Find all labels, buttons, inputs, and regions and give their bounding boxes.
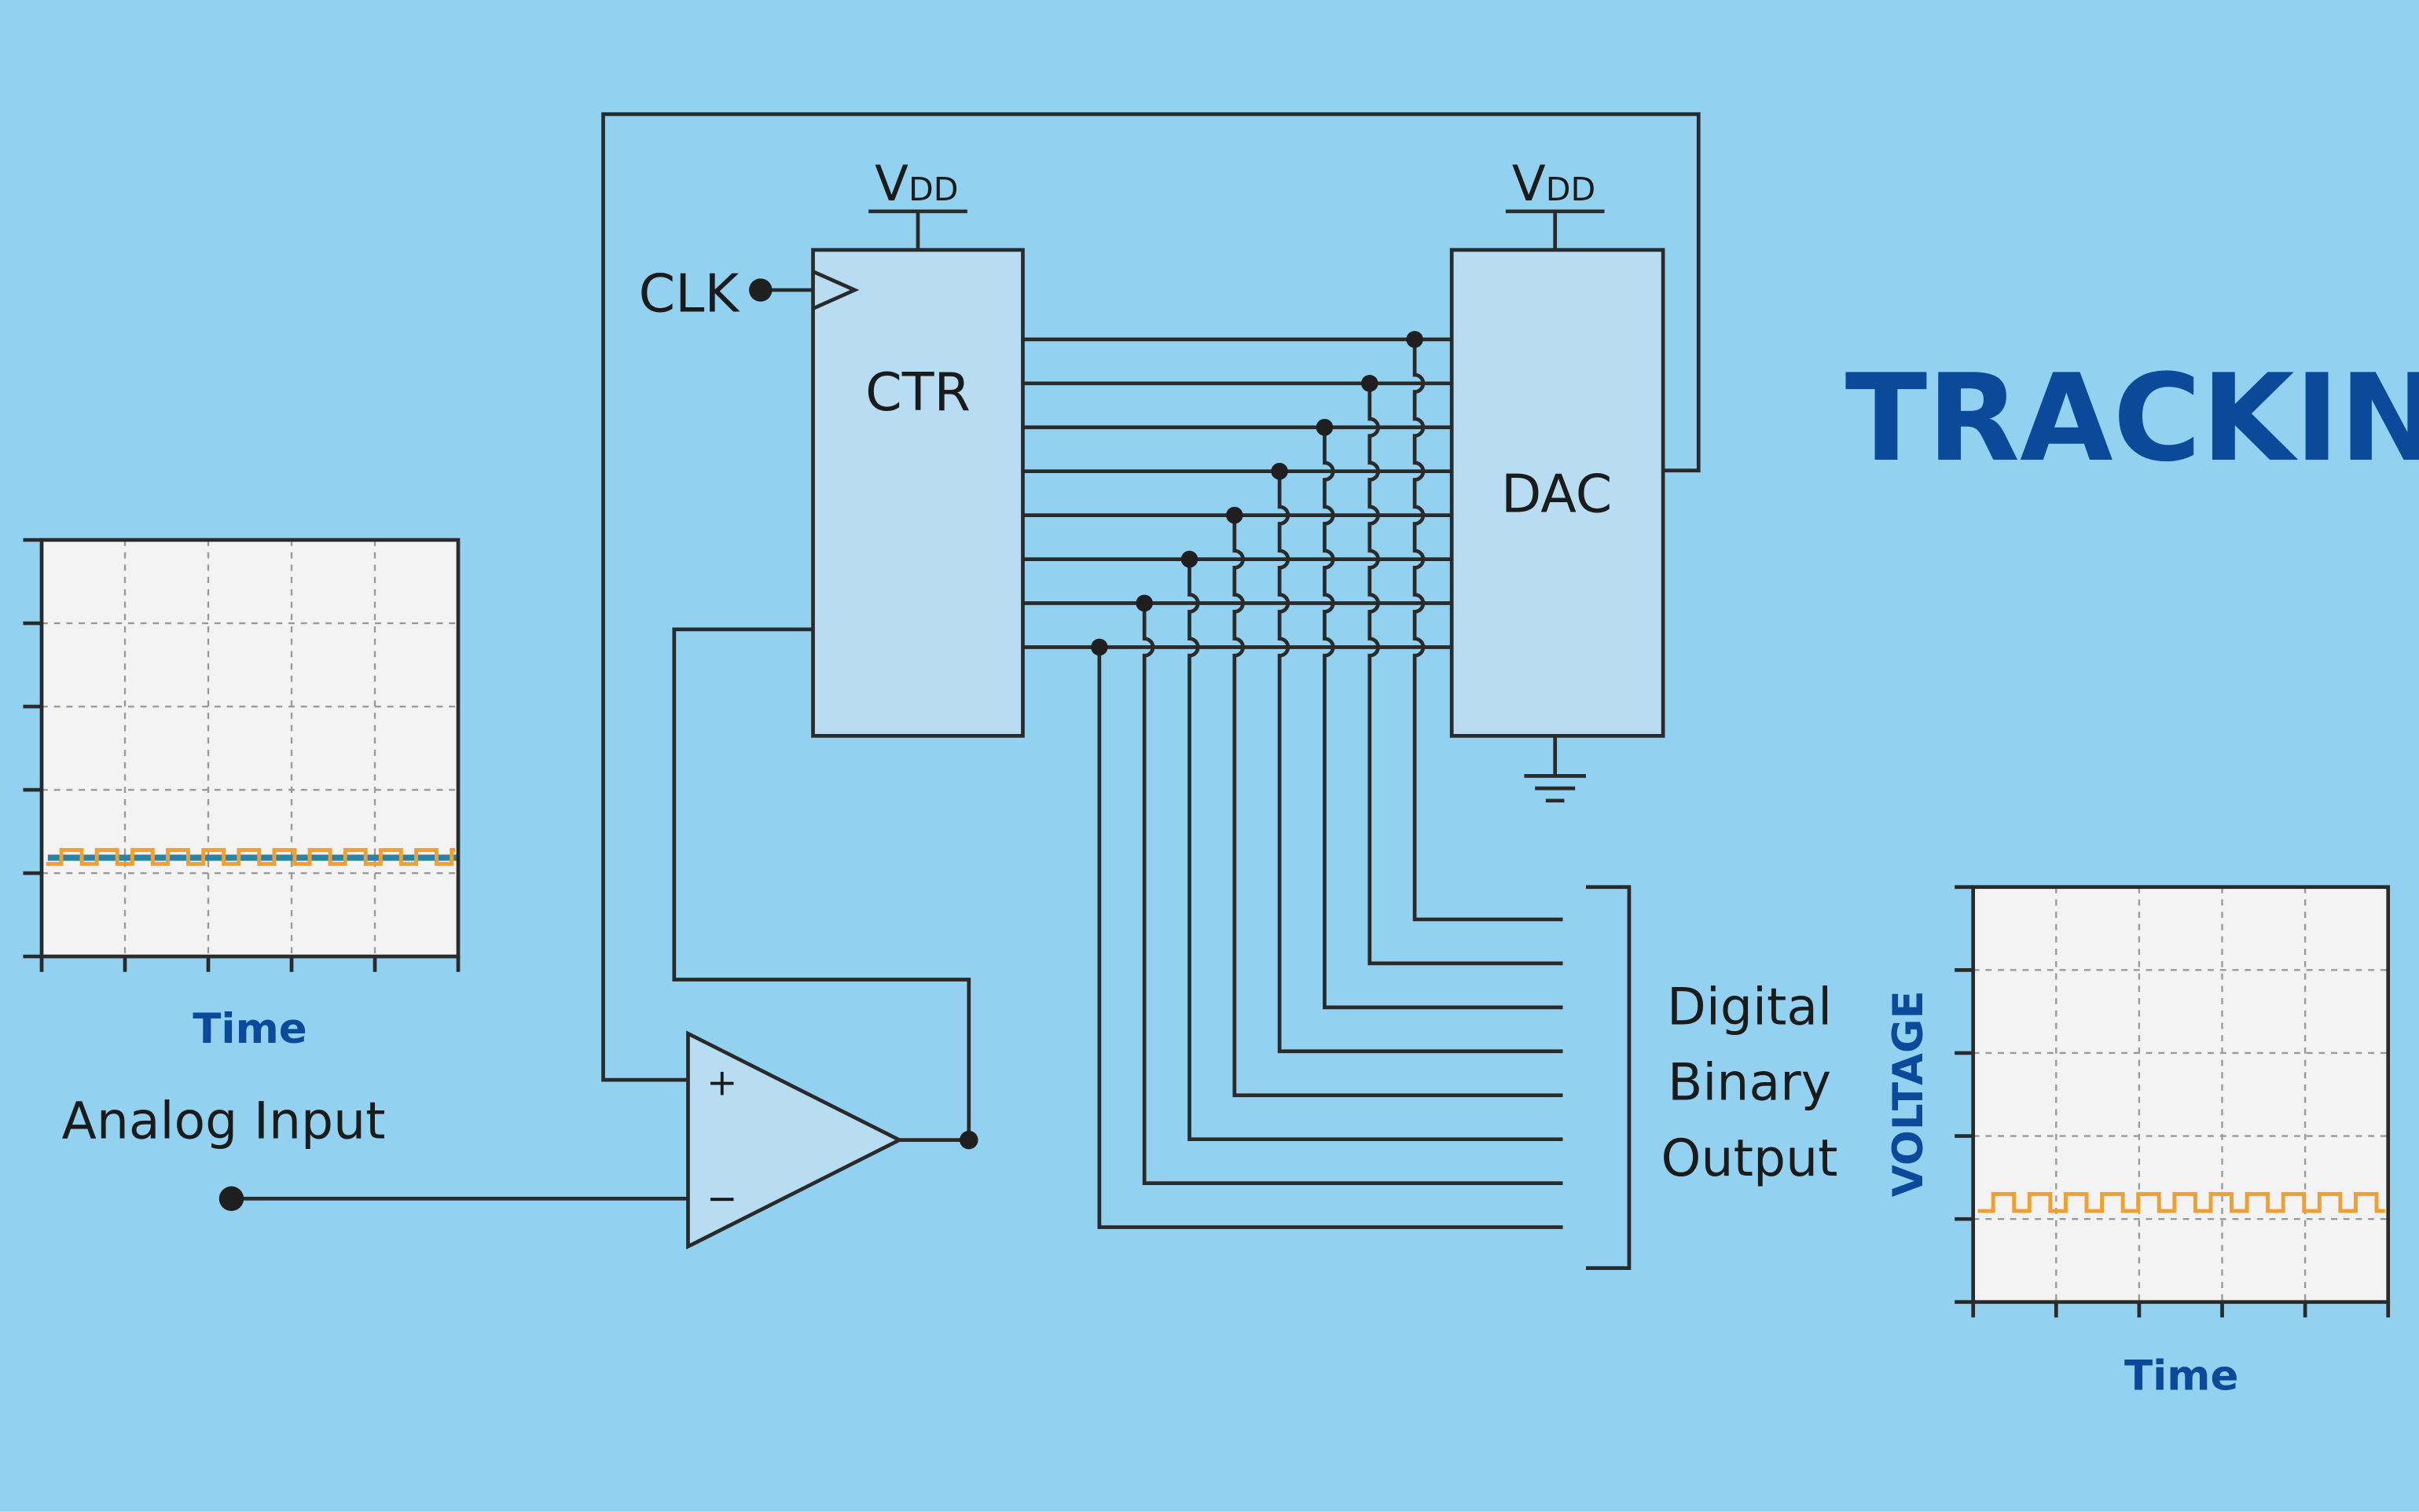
bus-bit-4-junction (1226, 506, 1243, 524)
bus-bit-0-junction (1406, 331, 1423, 348)
clock-input-triangle (812, 270, 860, 310)
counter-label: CTR (865, 361, 971, 423)
bus-bit-2-junction (1316, 418, 1334, 436)
vdd-dac-wire (1505, 209, 1605, 251)
vdd-ctr-label: VDD (875, 155, 958, 212)
output-label-line1: Digital (1667, 978, 1832, 1037)
dac-label: DAC (1501, 464, 1612, 525)
counter-block (811, 248, 1025, 738)
left-plot-frame (39, 538, 461, 959)
clock-terminal (749, 278, 773, 302)
comparator (686, 1030, 904, 1250)
right-plot-orange-trace (1977, 1191, 2385, 1213)
clock-label: CLK (639, 263, 741, 325)
output-label-line3: Output (1661, 1129, 1838, 1188)
comparator-output-wire (672, 627, 971, 1143)
comparator-minus: − (707, 1177, 737, 1220)
right-plot-frame (1971, 885, 2391, 1305)
analog-input-terminal (218, 1186, 244, 1211)
analog-input-label: Analog Input (62, 1092, 386, 1151)
bus-bit-6-junction (1136, 594, 1153, 612)
left-plot-orange-trace (46, 848, 456, 866)
vdd-ctr-wire (868, 209, 967, 251)
bus-bit-3-output-wire (1277, 471, 1563, 1054)
page-title: TRACKIN (1845, 349, 2419, 489)
dac-block (1449, 248, 1665, 738)
output-label-line2: Binary (1668, 1054, 1831, 1113)
left-plot-area (42, 540, 459, 957)
bus-bit-1-junction (1360, 375, 1378, 392)
bus-bit-5-output-wire (1187, 559, 1563, 1142)
comparator-plus: + (707, 1062, 737, 1105)
left-plot-xlabel: Time (193, 1005, 307, 1053)
feedback-wire (601, 112, 1701, 1082)
right-plot-ylabel: VOLTAGE (1885, 990, 1933, 1197)
vdd-dac-label: VDD (1512, 155, 1595, 212)
right-plot-xlabel: Time (2124, 1352, 2239, 1400)
left-plot: Time (23, 538, 461, 1053)
output-bracket (1585, 885, 1632, 1270)
right-plot: Time VOLTAGE (1885, 885, 2391, 1400)
bus-bit-3-junction (1271, 462, 1288, 480)
bus-bit-7-output-wire (1097, 647, 1563, 1229)
comparator-output-node (959, 1130, 978, 1150)
bus-bit-7-junction (1091, 638, 1108, 656)
bus-bit-1-output-wire (1367, 383, 1563, 966)
right-plot-area (1973, 886, 2388, 1302)
bus-bit-5-junction (1180, 550, 1198, 568)
ground-symbol (1524, 736, 1586, 803)
